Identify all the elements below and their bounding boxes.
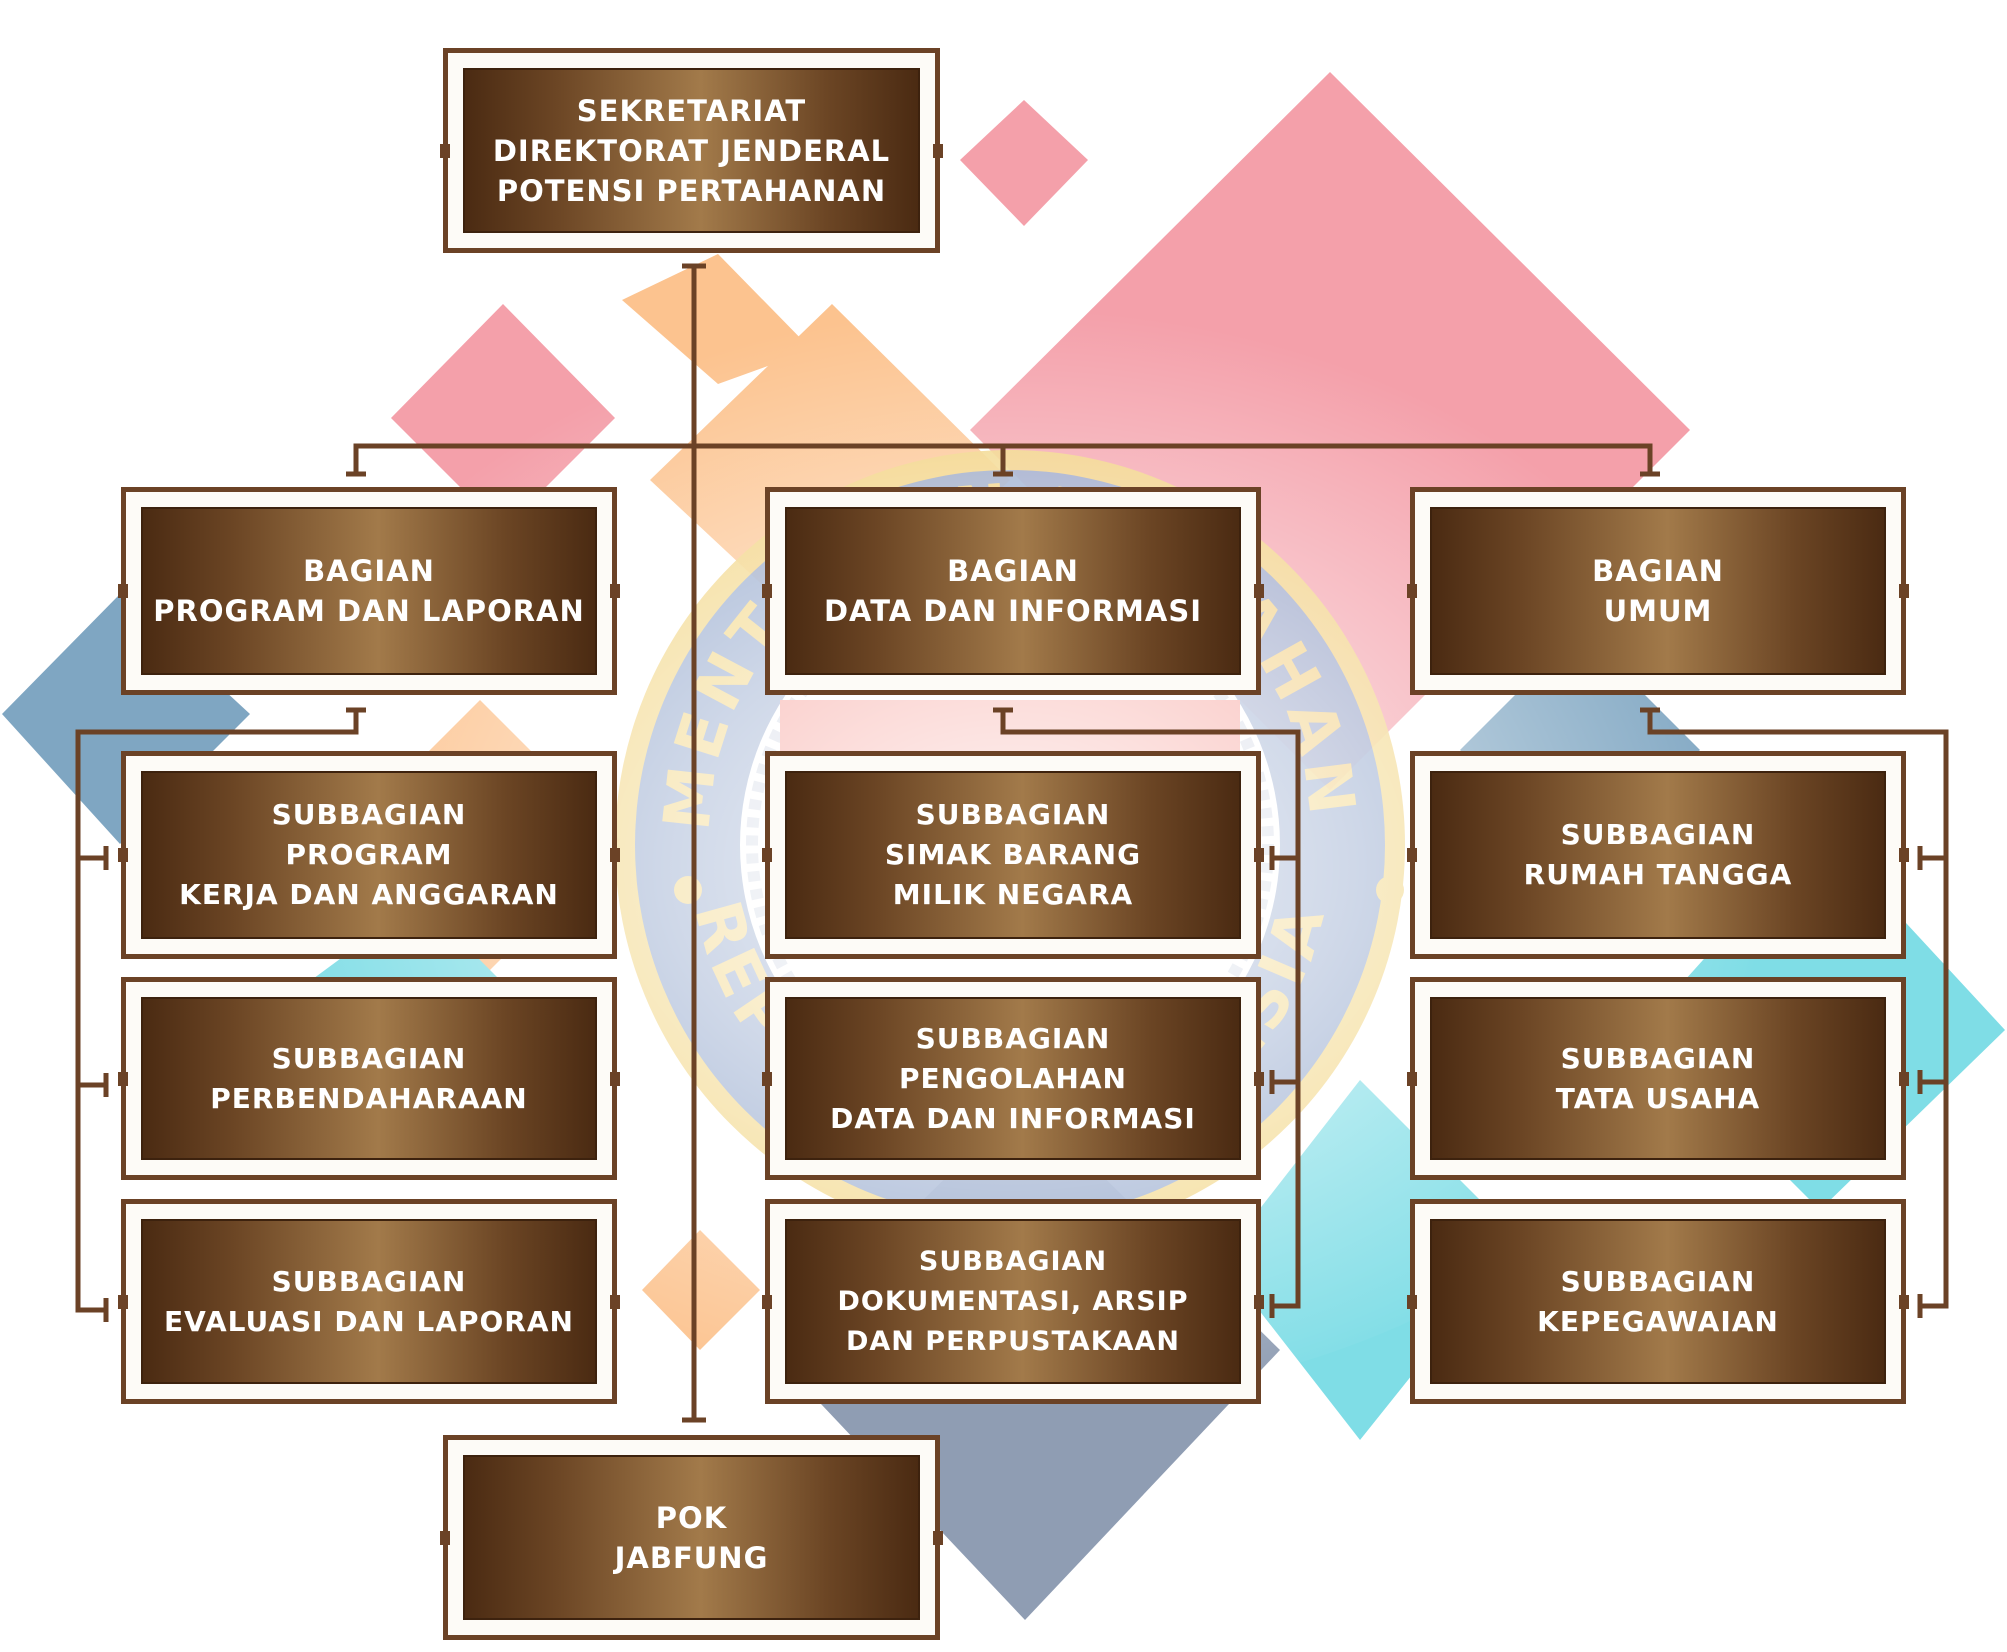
division-card: BAGIAN PROGRAM DAN LAPORAN [141, 507, 597, 675]
subunit-line: SIMAK BARANG [884, 838, 1142, 871]
subunit-box: SUBBAGIAN DOKUMENTASI, ARSIP DAN PERPUST… [762, 1199, 1264, 1404]
subunit-card: SUBBAGIAN RUMAH TANGGA [1430, 771, 1886, 939]
functional-group-line-2: JABFUNG [614, 1540, 769, 1575]
diamond-orange-top [622, 254, 812, 384]
subunit-box: SUBBAGIAN TATA USAHA [1407, 977, 1909, 1180]
division-box-umum: BAGIAN UMUM [1407, 487, 1909, 695]
subunit-card: SUBBAGIAN PENGOLAHAN DATA DAN INFORMASI [785, 997, 1241, 1160]
subunit-line: RUMAH TANGGA [1523, 858, 1793, 891]
diamond-pink-small [960, 100, 1088, 226]
subunit-card: SUBBAGIAN DOKUMENTASI, ARSIP DAN PERPUST… [785, 1219, 1241, 1384]
subunit-line: SUBBAGIAN [1560, 1041, 1756, 1075]
subunit-card: SUBBAGIAN KEPEGAWAIAN [1430, 1219, 1886, 1384]
subunit-line: SUBBAGIAN [271, 798, 467, 831]
subunit-line: SUBBAGIAN [271, 1264, 467, 1298]
division-card: BAGIAN UMUM [1430, 507, 1886, 675]
subunit-card: SUBBAGIAN SIMAK BARANG MILIK NEGARA [785, 771, 1241, 939]
division-line: PROGRAM DAN LAPORAN [153, 594, 585, 628]
subunit-box: SUBBAGIAN KEPEGAWAIAN [1407, 1199, 1909, 1404]
subunit-line: SUBBAGIAN [271, 1041, 467, 1075]
subunit-line: MILIK NEGARA [892, 878, 1134, 911]
subunit-card: SUBBAGIAN PROGRAM KERJA DAN ANGGARAN [141, 771, 597, 939]
division-line: DATA DAN INFORMASI [823, 594, 1203, 628]
division-box-program: BAGIAN PROGRAM DAN LAPORAN [118, 487, 620, 695]
subunit-box: SUBBAGIAN PENGOLAHAN DATA DAN INFORMASI [762, 977, 1264, 1180]
subunit-line: PENGOLAHAN [899, 1061, 1127, 1095]
subunit-box: SUBBAGIAN SIMAK BARANG MILIK NEGARA [762, 751, 1264, 959]
subunit-box: SUBBAGIAN PROGRAM KERJA DAN ANGGARAN [118, 751, 620, 959]
root-unit-line-3: POTENSI PERTAHANAN [496, 173, 887, 208]
subunit-line: SUBBAGIAN [1560, 1264, 1756, 1298]
subunit-line: TATA USAHA [1555, 1081, 1761, 1115]
functional-group-line-1: POK [655, 1500, 728, 1535]
division-line: BAGIAN [947, 554, 1079, 588]
division-box-data: BAGIAN DATA DAN INFORMASI [762, 487, 1264, 695]
root-unit-card: SEKRETARIAT DIREKTORAT JENDERAL POTENSI … [463, 68, 920, 233]
subunit-card: SUBBAGIAN PERBENDAHARAAN [141, 997, 597, 1160]
root-unit-line-2: DIREKTORAT JENDERAL [492, 133, 891, 168]
subunit-line: KEPEGAWAIAN [1537, 1304, 1779, 1338]
subunit-card: SUBBAGIAN TATA USAHA [1430, 997, 1886, 1160]
subunit-line: DATA DAN INFORMASI [830, 1101, 1196, 1135]
subunit-line: DOKUMENTASI, ARSIP [837, 1285, 1189, 1317]
subunit-box: SUBBAGIAN EVALUASI DAN LAPORAN [118, 1199, 620, 1404]
functional-group-box: POK JABFUNG [440, 1435, 943, 1640]
root-unit-box: SEKRETARIAT DIREKTORAT JENDERAL POTENSI … [440, 48, 943, 253]
subunit-box: SUBBAGIAN RUMAH TANGGA [1407, 751, 1909, 959]
subunit-line: SUBBAGIAN [1560, 818, 1756, 851]
subunit-line: EVALUASI DAN LAPORAN [164, 1304, 574, 1338]
division-line: BAGIAN [303, 554, 435, 588]
subunit-box: SUBBAGIAN PERBENDAHARAAN [118, 977, 620, 1180]
subunit-line: PERBENDAHARAAN [210, 1081, 528, 1115]
subunit-line: KERJA DAN ANGGARAN [179, 878, 559, 911]
subunit-line: DAN PERPUSTAKAAN [845, 1325, 1180, 1357]
division-line: BAGIAN [1592, 554, 1724, 588]
root-unit-line-1: SEKRETARIAT [576, 93, 807, 128]
division-card: BAGIAN DATA DAN INFORMASI [785, 507, 1241, 675]
functional-group-card: POK JABFUNG [463, 1455, 920, 1620]
subunit-line: PROGRAM [285, 838, 453, 871]
division-line: UMUM [1603, 594, 1713, 628]
diamond-orange-bottom [642, 1230, 760, 1350]
subunit-line: SUBBAGIAN [915, 1021, 1111, 1055]
subunit-card: SUBBAGIAN EVALUASI DAN LAPORAN [141, 1219, 597, 1384]
subunit-line: SUBBAGIAN [915, 798, 1111, 831]
subunit-line: SUBBAGIAN [918, 1245, 1108, 1277]
